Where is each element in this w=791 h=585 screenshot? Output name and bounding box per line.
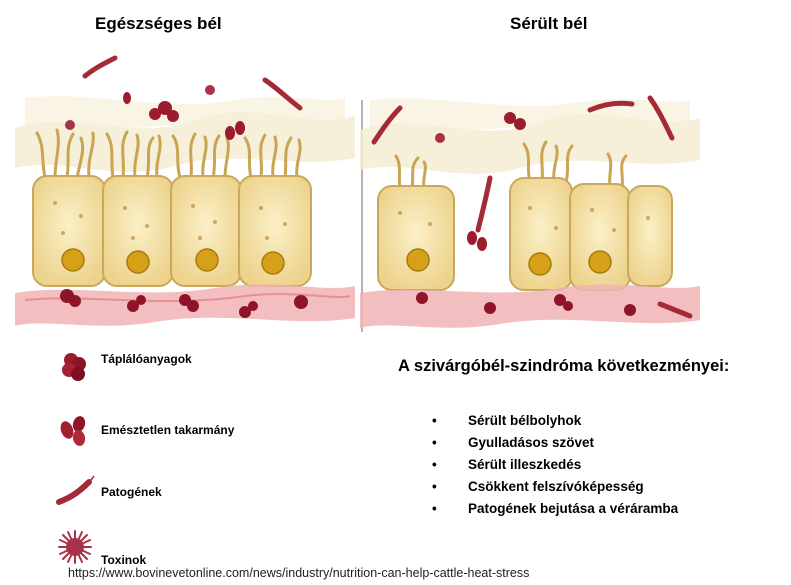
healthy-gut-illustration [15, 38, 355, 338]
list-item: Patogének bejutása a véráramba [430, 498, 678, 520]
damaged-gut-illustration [360, 38, 700, 338]
toxin-icon [55, 527, 95, 567]
legend-item-toxins: Toxinok [55, 527, 146, 567]
list-item: Sérült bélbolyhok [430, 410, 678, 432]
epithelial-cells [33, 176, 311, 286]
list-item: Sérült illeszkedés [430, 454, 678, 476]
legend-item-undigested-feed: Emésztetlen takarmány [55, 410, 234, 450]
healthy-gut-title: Egészséges bél [95, 14, 222, 34]
legend-label: Patogének [101, 485, 162, 499]
consequences-list: Sérült bélbolyhok Gyulladásos szövet Sér… [430, 410, 678, 520]
list-item: Gyulladásos szövet [430, 432, 678, 454]
legend-label: Táplálóanyagok [101, 352, 192, 366]
nutrient-icon [55, 346, 95, 386]
consequences-title: A szivárgóbél-szindróma következményei: [398, 357, 729, 376]
legend-label: Emésztetlen takarmány [101, 423, 234, 437]
source-url: https://www.bovinevetonline.com/news/ind… [68, 566, 529, 580]
legend-label: Toxinok [101, 553, 146, 567]
undigested-feed-icon [55, 410, 95, 450]
list-item: Csökkent felszívóképesség [430, 476, 678, 498]
pathogen-icon [55, 472, 95, 512]
damaged-epithelial-cells [378, 178, 672, 290]
damaged-gut-title: Sérült bél [510, 14, 587, 34]
legend-item-nutrients: Táplálóanyagok [55, 346, 192, 386]
legend-item-pathogens: Patogének [55, 472, 162, 512]
